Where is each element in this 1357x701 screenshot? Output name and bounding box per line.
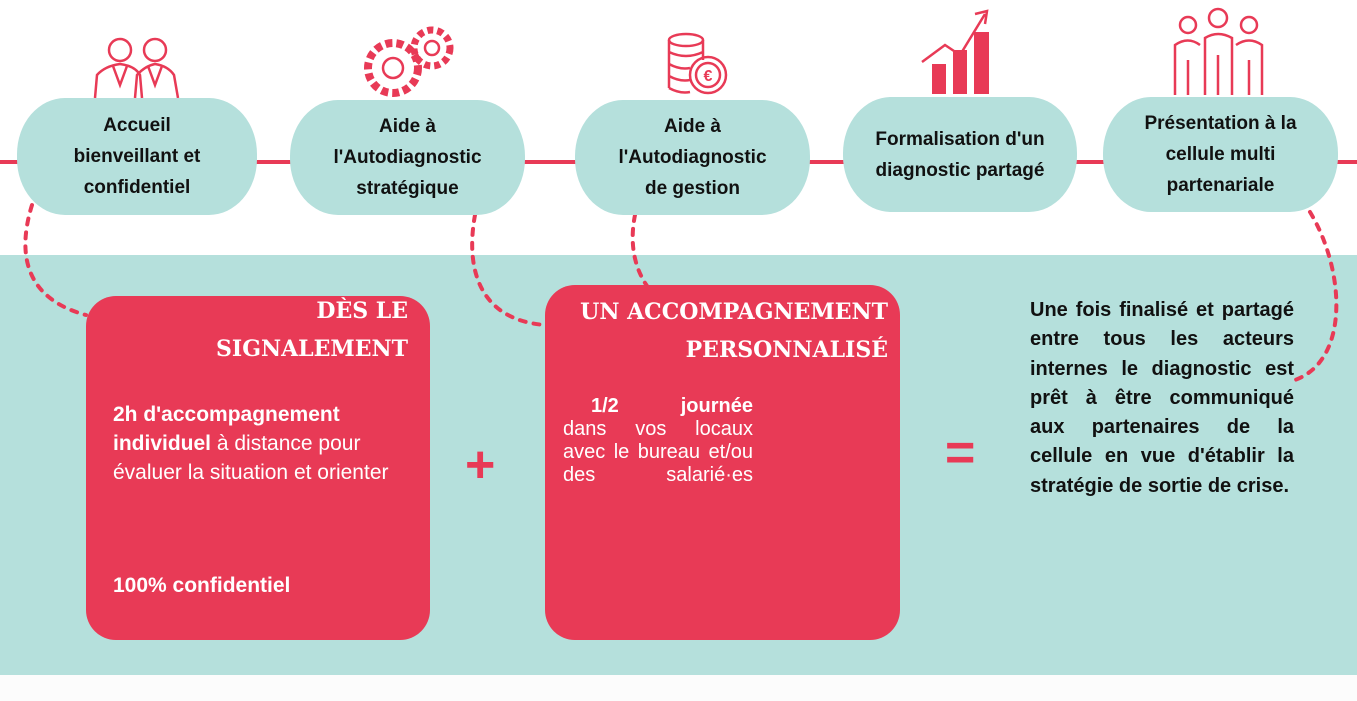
step-2-label: Aide à l'Autodiagnostic stratégique xyxy=(333,116,482,199)
step-2-bubble: Aide à l'Autodiagnostic stratégique xyxy=(290,100,525,215)
plus-operator: + xyxy=(465,436,496,494)
growth-chart-icon xyxy=(921,9,989,64)
connector-3 xyxy=(630,213,652,292)
equals-operator: = xyxy=(945,424,976,482)
step-1-bubble: Accueil bienveillant et confidentiel xyxy=(17,98,257,215)
bottom-strip xyxy=(0,675,1357,701)
euro-symbol-icon: € xyxy=(704,68,713,85)
step-3-label: Aide à l'Autodiagnostic de gestion xyxy=(618,116,767,199)
growth-chart-bars xyxy=(932,32,989,94)
gears-icon xyxy=(364,26,454,97)
box1-footer: 100% confidentiel xyxy=(113,574,291,597)
step-5-label: Présentation à la cellule multi partenar… xyxy=(1144,113,1297,196)
connector-4 xyxy=(1293,210,1339,382)
step-3-bubble: Aide à l'Autodiagnostic de gestion xyxy=(575,100,810,215)
step-1-label: Accueil bienveillant et confidentiel xyxy=(73,115,201,198)
business-people-icon xyxy=(93,37,180,99)
coins-euro-icon xyxy=(667,32,728,95)
step-4-bubble: Formalisation d'un diagnostic partagé xyxy=(843,97,1077,212)
conclusion-text: Une fois finalisé et partagé entre tous … xyxy=(1030,299,1294,497)
step-5-bubble: Présentation à la cellule multi partenar… xyxy=(1103,97,1338,212)
step-4-label: Formalisation d'un diagnostic partagé xyxy=(875,128,1045,181)
box1-body: 2h d'accompagnement individuel à distanc… xyxy=(113,403,389,484)
group-people-icon xyxy=(1173,7,1264,95)
connector-2 xyxy=(470,213,547,327)
connector-1 xyxy=(23,203,88,317)
